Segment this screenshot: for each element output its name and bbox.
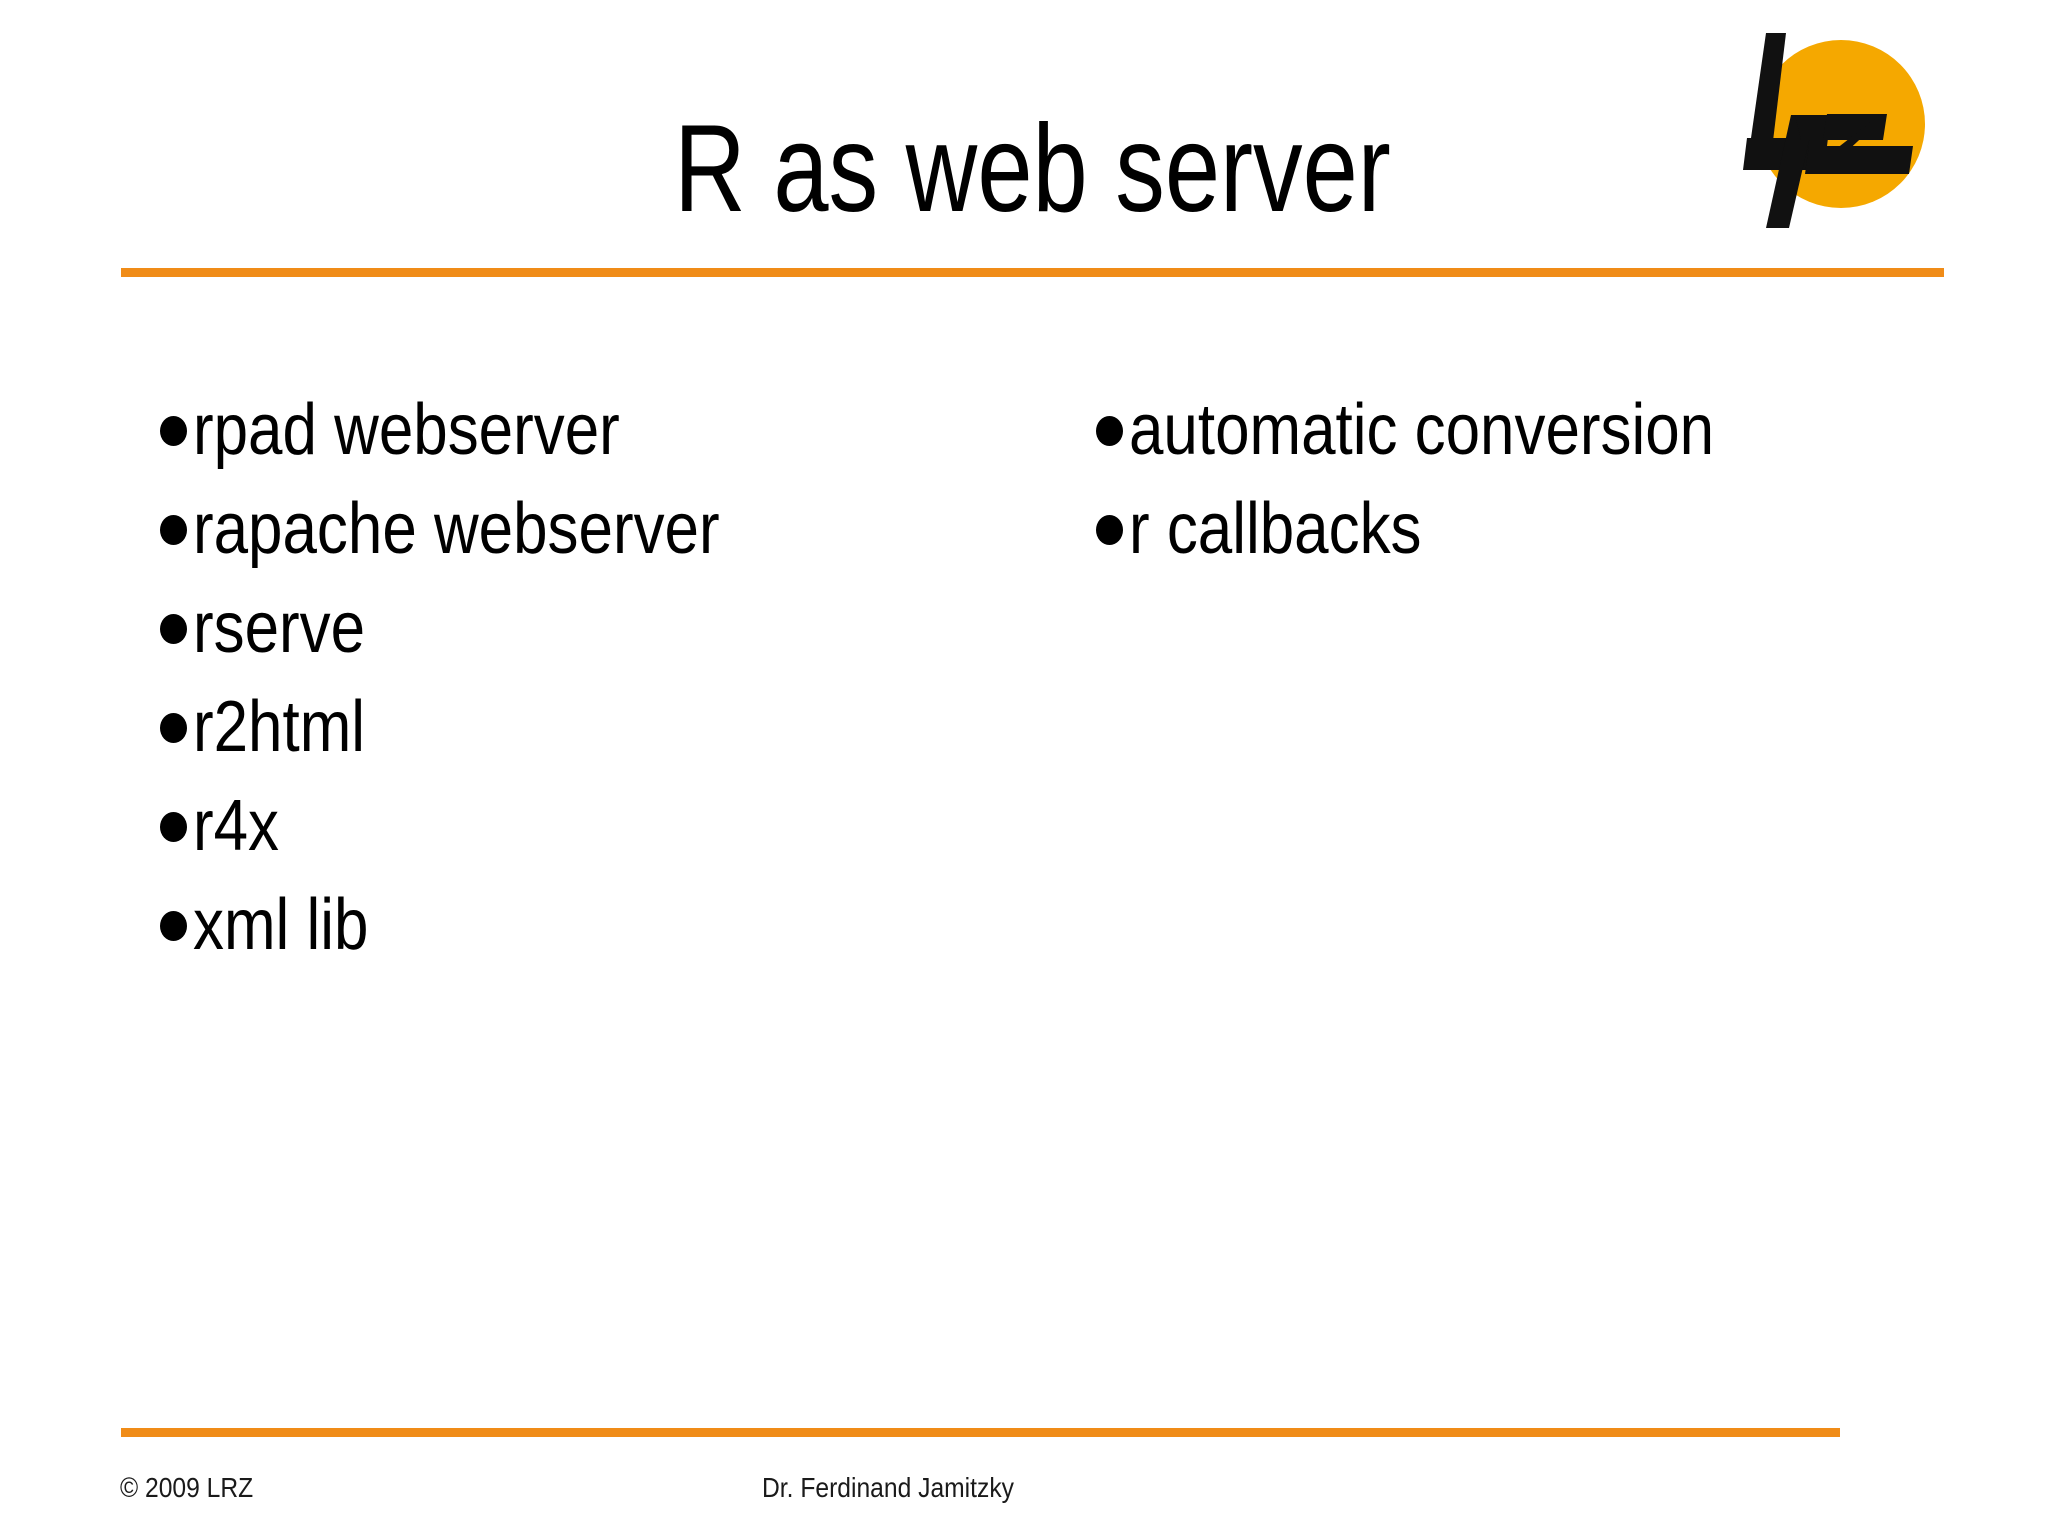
- bullet-icon: [160, 613, 187, 644]
- list-item: rserve: [160, 578, 1060, 677]
- lrz-logo-svg: [1743, 33, 1925, 228]
- bullet-list-left: rpad webserver rapache webserver rserve …: [160, 380, 1060, 974]
- list-item-label: rserve: [193, 587, 366, 668]
- list-item: automatic conversion: [1096, 380, 1996, 479]
- list-item-label: automatic conversion: [1129, 389, 1715, 470]
- bullet-icon: [160, 415, 187, 446]
- list-item-label: rpad webserver: [193, 389, 620, 470]
- list-item-label: xml lib: [193, 884, 369, 965]
- list-item: rapache webserver: [160, 479, 1060, 578]
- list-item: r2html: [160, 677, 1060, 776]
- list-item-label: r2html: [193, 686, 366, 767]
- list-item: xml lib: [160, 875, 1060, 974]
- bullet-icon: [160, 811, 187, 842]
- title-divider: [121, 268, 1944, 277]
- footer-copyright: © 2009 LRZ: [120, 1472, 254, 1503]
- list-item-label: r4x: [193, 785, 280, 866]
- bullet-icon: [1096, 514, 1123, 545]
- bullet-icon: [1096, 415, 1123, 446]
- lrz-logo: [1735, 18, 1967, 230]
- list-item: rpad webserver: [160, 380, 1060, 479]
- page-title: R as web server: [674, 100, 1391, 238]
- bullet-icon: [160, 514, 187, 545]
- bullet-list-right: automatic conversion r callbacks: [1096, 380, 1996, 578]
- list-item: r callbacks: [1096, 479, 1996, 578]
- logo-lettermark: [1743, 33, 1913, 228]
- footer-divider: [121, 1428, 1840, 1437]
- bullet-icon: [160, 910, 187, 941]
- list-item-label: r callbacks: [1129, 488, 1422, 569]
- list-item: r4x: [160, 776, 1060, 875]
- bullet-icon: [160, 712, 187, 743]
- footer-author: Dr. Ferdinand Jamitzky: [762, 1472, 1014, 1503]
- list-item-label: rapache webserver: [193, 488, 720, 569]
